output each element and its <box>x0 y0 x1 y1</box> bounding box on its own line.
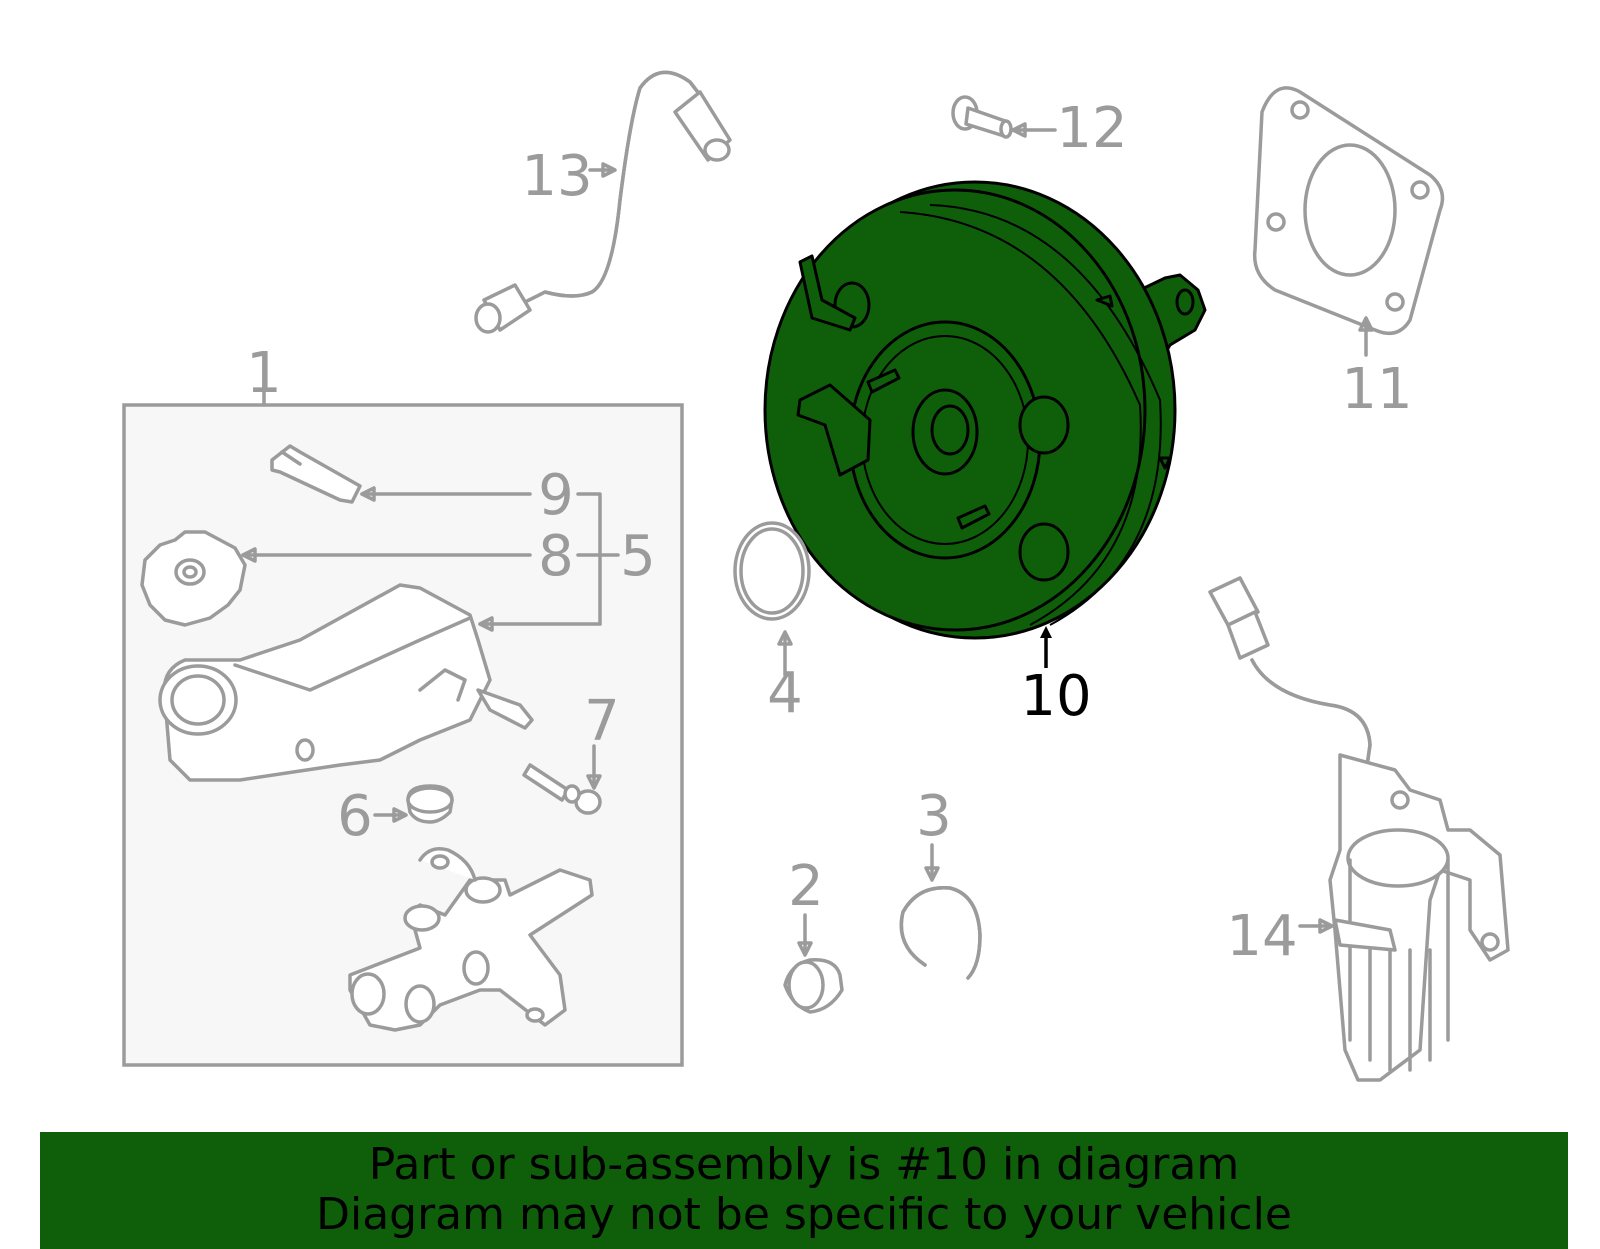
banner-line-1: Part or sub-assembly is #10 in diagram <box>368 1139 1240 1190</box>
callout-13: 13 <box>521 144 592 209</box>
part-3-clip[interactable] <box>899 885 982 980</box>
part-5-reservoir[interactable] <box>158 583 534 782</box>
part-6-grommet[interactable] <box>406 784 454 824</box>
part-11-gasket[interactable] <box>1252 86 1445 336</box>
callout-14: 14 <box>1226 904 1297 969</box>
part-14-vacuum-pump[interactable] <box>1208 576 1510 1082</box>
callout-9: 9 <box>538 463 574 528</box>
callout-8: 8 <box>538 524 574 589</box>
callout-11: 11 <box>1341 357 1412 422</box>
callout-4: 4 <box>767 661 803 726</box>
callout-10[interactable]: 10 <box>1020 664 1091 729</box>
part-info-banner: Part or sub-assembly is #10 in diagram D… <box>40 1132 1568 1249</box>
part-4-o-ring[interactable] <box>733 521 811 621</box>
part-9-sensor[interactable] <box>270 444 362 504</box>
master-cylinder[interactable] <box>348 847 594 1032</box>
callout-3: 3 <box>916 784 952 849</box>
part-10-brake-booster[interactable] <box>763 180 1207 640</box>
callout-2: 2 <box>788 854 824 919</box>
part-2-nut[interactable] <box>783 958 844 1014</box>
callout-7: 7 <box>584 689 620 754</box>
part-7-bolt[interactable] <box>522 763 602 815</box>
callout-5: 5 <box>620 524 656 589</box>
part-12-bolt[interactable] <box>951 95 1013 139</box>
callout-6: 6 <box>337 784 373 849</box>
part-8-reservoir-cap[interactable] <box>140 530 247 627</box>
callout-12: 12 <box>1056 96 1127 161</box>
callout-1: 1 <box>246 341 282 406</box>
part-13-vacuum-hose[interactable] <box>474 70 732 334</box>
banner-line-2: Diagram may not be specific to your vehi… <box>316 1189 1292 1240</box>
